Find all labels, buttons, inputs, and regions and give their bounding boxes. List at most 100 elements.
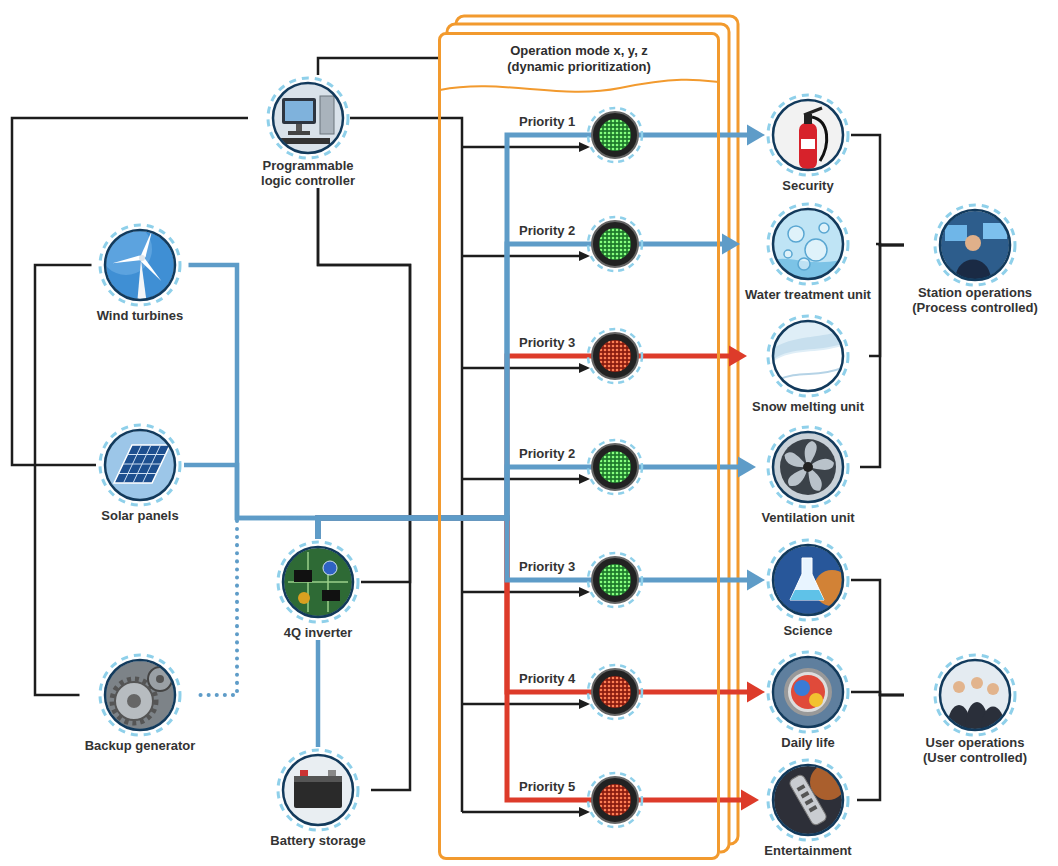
node-label: 4Q inverter [284, 625, 353, 640]
arrowhead [747, 125, 765, 146]
control-line [318, 58, 438, 75]
node-label: Station operations (Process controlled) [909, 285, 1041, 315]
control-wire [462, 478, 581, 481]
node-icon [765, 537, 851, 623]
power-feed [318, 518, 765, 703]
node-label: Snow melting unit [752, 399, 864, 414]
connector-path [35, 265, 92, 695]
arrowhead [579, 474, 590, 484]
arrowhead [747, 682, 765, 703]
arrowhead [579, 699, 590, 709]
control-line [318, 188, 410, 582]
arrowhead [579, 587, 590, 597]
power-feed [318, 234, 740, 540]
arrowhead [579, 142, 590, 152]
icon-node: Backup generator [80, 652, 201, 753]
connector-path [318, 244, 729, 539]
node-label: Backup generator [85, 738, 196, 753]
node-label: Daily life [781, 735, 834, 750]
panel-heading: Operation mode x, y, z (dynamic prioriti… [492, 43, 667, 75]
status-light [588, 773, 642, 827]
connector-path [184, 465, 318, 539]
connector-path [316, 640, 321, 747]
connector-path [869, 245, 904, 356]
icon-node: Wind turbines [92, 222, 189, 323]
control-line [318, 188, 410, 790]
connector-path [318, 356, 736, 539]
control-wire [350, 118, 462, 812]
control-wire [462, 703, 581, 706]
arrowhead [729, 346, 747, 367]
power-feed [318, 518, 765, 591]
arrowhead [579, 363, 590, 373]
node-icon [275, 747, 361, 833]
power-line [189, 265, 319, 539]
icon-node: Programmable logic controller [248, 75, 368, 188]
icon-node: User operations (User controlled) [904, 652, 1046, 765]
connector-path [851, 580, 904, 695]
connector-path [851, 135, 904, 245]
status-light [588, 440, 642, 494]
status-light [588, 329, 642, 383]
icon-node: Science [765, 537, 851, 638]
arrowhead [741, 790, 759, 811]
priority-label: Priority 1 [518, 114, 576, 129]
connector-path [318, 58, 438, 75]
priority-label: Priority 3 [518, 559, 576, 574]
node-icon [932, 652, 1018, 738]
control-line [12, 118, 248, 465]
arrowhead [579, 807, 590, 817]
node-label: Programmable logic controller [253, 158, 363, 188]
control-wire [462, 367, 581, 370]
node-label: Wind turbines [97, 308, 184, 323]
node-label: Ventilation unit [761, 510, 854, 525]
priority-label: Priority 2 [518, 223, 576, 238]
arrowhead [747, 570, 765, 591]
node-icon [265, 75, 351, 161]
connector-path [318, 518, 754, 580]
node-label: Security [782, 178, 833, 193]
header-wave [440, 80, 718, 92]
power-line [318, 640, 319, 747]
node-icon [765, 313, 851, 399]
priority-label: Priority 5 [518, 779, 576, 794]
connector-path [189, 265, 319, 539]
status-light [588, 108, 642, 162]
control-line [869, 245, 904, 356]
control-line [851, 580, 904, 695]
power-feed [318, 457, 756, 540]
node-icon [275, 539, 361, 625]
connector-path [860, 245, 904, 467]
arrowhead [722, 234, 740, 255]
node-icon [765, 92, 851, 178]
icon-node: Water treatment unit [740, 201, 876, 302]
connector-path [318, 518, 754, 692]
connector-path [12, 118, 248, 465]
priority-label: Priority 4 [518, 671, 576, 686]
connector-path [318, 467, 745, 539]
connector-path [318, 188, 410, 582]
node-label: Water treatment unit [745, 287, 871, 302]
control-line [35, 265, 92, 695]
arrowhead [579, 251, 590, 261]
control-line [851, 135, 904, 245]
connector-path [857, 695, 904, 800]
mode-panel: Operation mode x, y, z (dynamic prioriti… [438, 32, 720, 860]
power-feed [318, 346, 747, 540]
icon-node: Ventilation unit [756, 424, 860, 525]
connector-path [318, 518, 748, 800]
node-icon [765, 424, 851, 510]
power-feed [318, 518, 759, 811]
icon-node: Battery storage [265, 747, 371, 848]
status-light [588, 553, 642, 607]
panel-fill [438, 32, 720, 860]
node-icon [97, 222, 183, 308]
control-wire [462, 811, 581, 814]
control-line [857, 695, 904, 800]
node-label: User operations (User controlled) [909, 735, 1041, 765]
node-label: Science [783, 623, 832, 638]
